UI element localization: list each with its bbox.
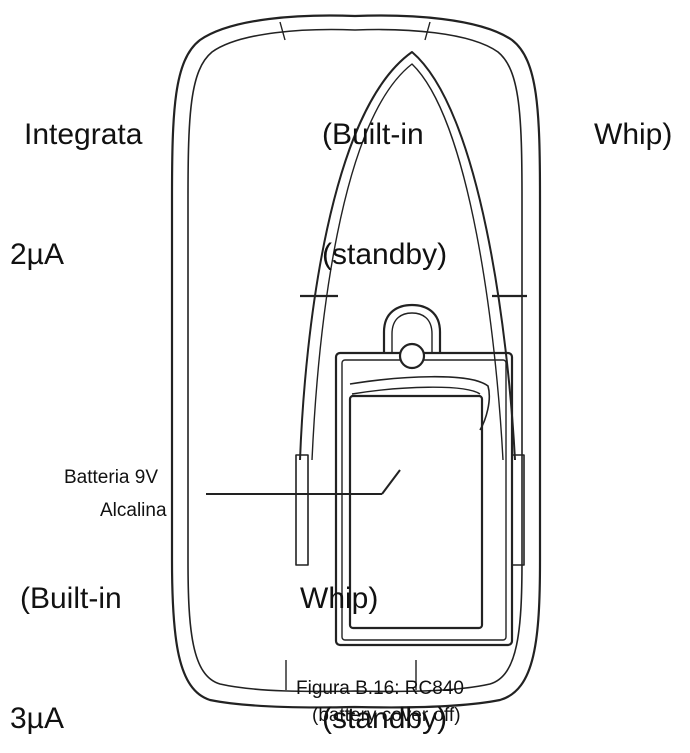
label-standby: (standby) [322,238,448,271]
label-current-3ua: 3µA [10,702,64,735]
housing-inner-outline [187,28,523,693]
label-standby-2: (standby) [322,702,448,735]
housing-top-segment [279,21,286,41]
label-current-2ua: 2µA [10,238,64,271]
battery-label-line2: Alcalina [100,500,167,521]
antenna-arch [299,51,516,461]
antenna-arch-inner [311,63,504,461]
label-whip-2: Whip) [300,582,379,615]
battery-9v [348,394,484,630]
battery-snap-loop-inner [391,312,433,352]
label-built-in-2: (Built-in [20,582,122,615]
battery-label-line1: Batteria 9V [64,467,158,488]
label-whip: Whip) [594,118,673,151]
label-built-in: (Built-in [322,118,424,151]
housing-outer-outline [170,14,542,709]
label-integrata: Integrata [24,118,143,151]
battery-snap-button [398,342,426,370]
battery-strap [349,375,491,431]
battery-strap-lower [351,386,481,395]
battery-pointer-line [381,469,401,495]
side-clip-left [295,454,309,566]
caption-line2: (battery cover off) [312,705,461,726]
housing-top-segment [424,21,431,41]
caption-line1: Figura B.16: RC840 [296,678,464,699]
battery-snap-loop [382,303,442,352]
